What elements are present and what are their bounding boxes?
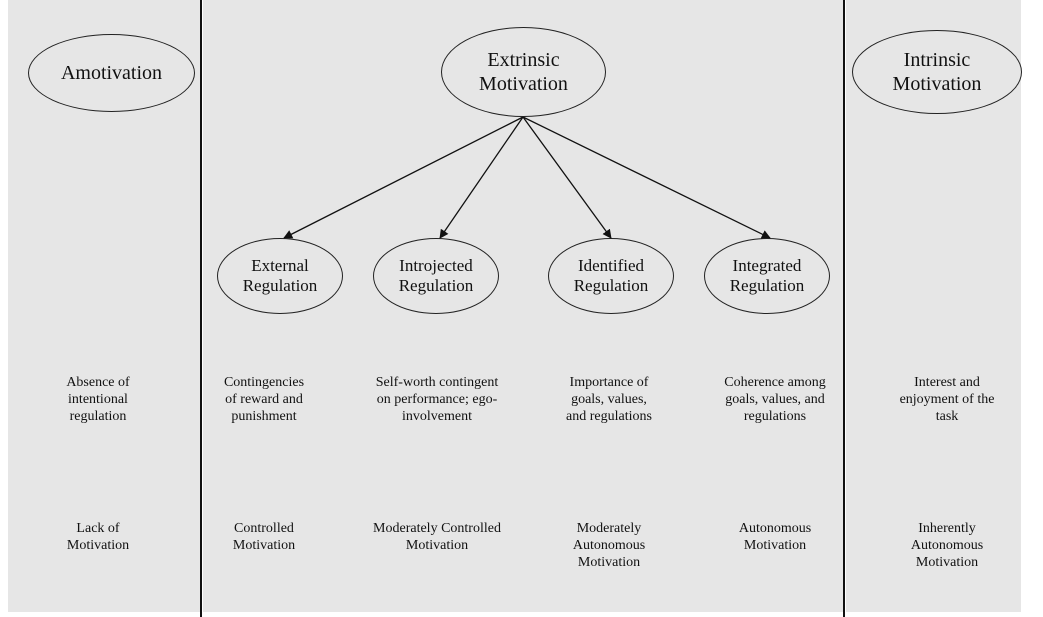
- process-introjected: Self-worth contingent on performance; eg…: [357, 374, 517, 425]
- type-external-text: Controlled Motivation: [232, 521, 296, 554]
- type-identified: Moderately Autonomous Motivation: [534, 520, 684, 571]
- type-integrated-text: Autonomous Motivation: [738, 521, 812, 554]
- amotivation-label: Amotivation: [60, 62, 163, 84]
- external-regulation-label: External Regulation: [242, 255, 318, 295]
- process-integrated-text: Coherence among goals, values, and regul…: [724, 375, 826, 425]
- type-amotivation-text: Lack of Motivation: [66, 521, 130, 554]
- divider-left: [200, 0, 202, 617]
- introjected-regulation-label: Introjected Regulation: [398, 255, 474, 295]
- arrow-to-integrated: [522, 116, 771, 239]
- type-identified-text: Moderately Autonomous Motivation: [572, 521, 646, 571]
- type-integrated: Autonomous Motivation: [700, 520, 850, 554]
- external-regulation-oval: External Regulation: [217, 238, 343, 314]
- process-identified-text: Importance of goals, values, and regulat…: [566, 375, 652, 425]
- process-introjected-text: Self-worth contingent on performance; eg…: [375, 375, 499, 425]
- arrow-to-introjected: [439, 116, 524, 239]
- process-intrinsic: Interest and enjoyment of the task: [872, 374, 1022, 425]
- type-external: Controlled Motivation: [189, 520, 339, 554]
- process-integrated: Coherence among goals, values, and regul…: [700, 374, 850, 425]
- type-intrinsic: Inherently Autonomous Motivation: [872, 520, 1022, 571]
- identified-regulation-label: Identified Regulation: [573, 255, 649, 295]
- divider-right: [843, 0, 845, 617]
- type-intrinsic-text: Inherently Autonomous Motivation: [910, 521, 984, 571]
- process-amotivation-text: Absence of intentional regulation: [66, 375, 130, 425]
- intrinsic-motivation-oval: Intrinsic Motivation: [852, 30, 1022, 114]
- extrinsic-motivation-label: Extrinsic Motivation: [479, 49, 568, 95]
- process-intrinsic-text: Interest and enjoyment of the task: [899, 375, 995, 425]
- process-external-text: Contingencies of reward and punishment: [223, 375, 305, 425]
- identified-regulation-oval: Identified Regulation: [548, 238, 674, 314]
- amotivation-oval: Amotivation: [28, 34, 195, 112]
- process-amotivation: Absence of intentional regulation: [23, 374, 173, 425]
- introjected-regulation-oval: Introjected Regulation: [373, 238, 499, 314]
- integrated-regulation-label: Integrated Regulation: [729, 255, 805, 295]
- intrinsic-motivation-label: Intrinsic Motivation: [892, 49, 982, 95]
- arrow-to-identified: [522, 116, 612, 239]
- type-amotivation: Lack of Motivation: [23, 520, 173, 554]
- integrated-regulation-oval: Integrated Regulation: [704, 238, 830, 314]
- type-introjected-text: Moderately Controlled Motivation: [373, 521, 501, 554]
- process-identified: Importance of goals, values, and regulat…: [534, 374, 684, 425]
- type-introjected: Moderately Controlled Motivation: [352, 520, 522, 554]
- extrinsic-motivation-oval: Extrinsic Motivation: [441, 27, 606, 117]
- process-external: Contingencies of reward and punishment: [189, 374, 339, 425]
- arrow-to-external: [283, 116, 524, 239]
